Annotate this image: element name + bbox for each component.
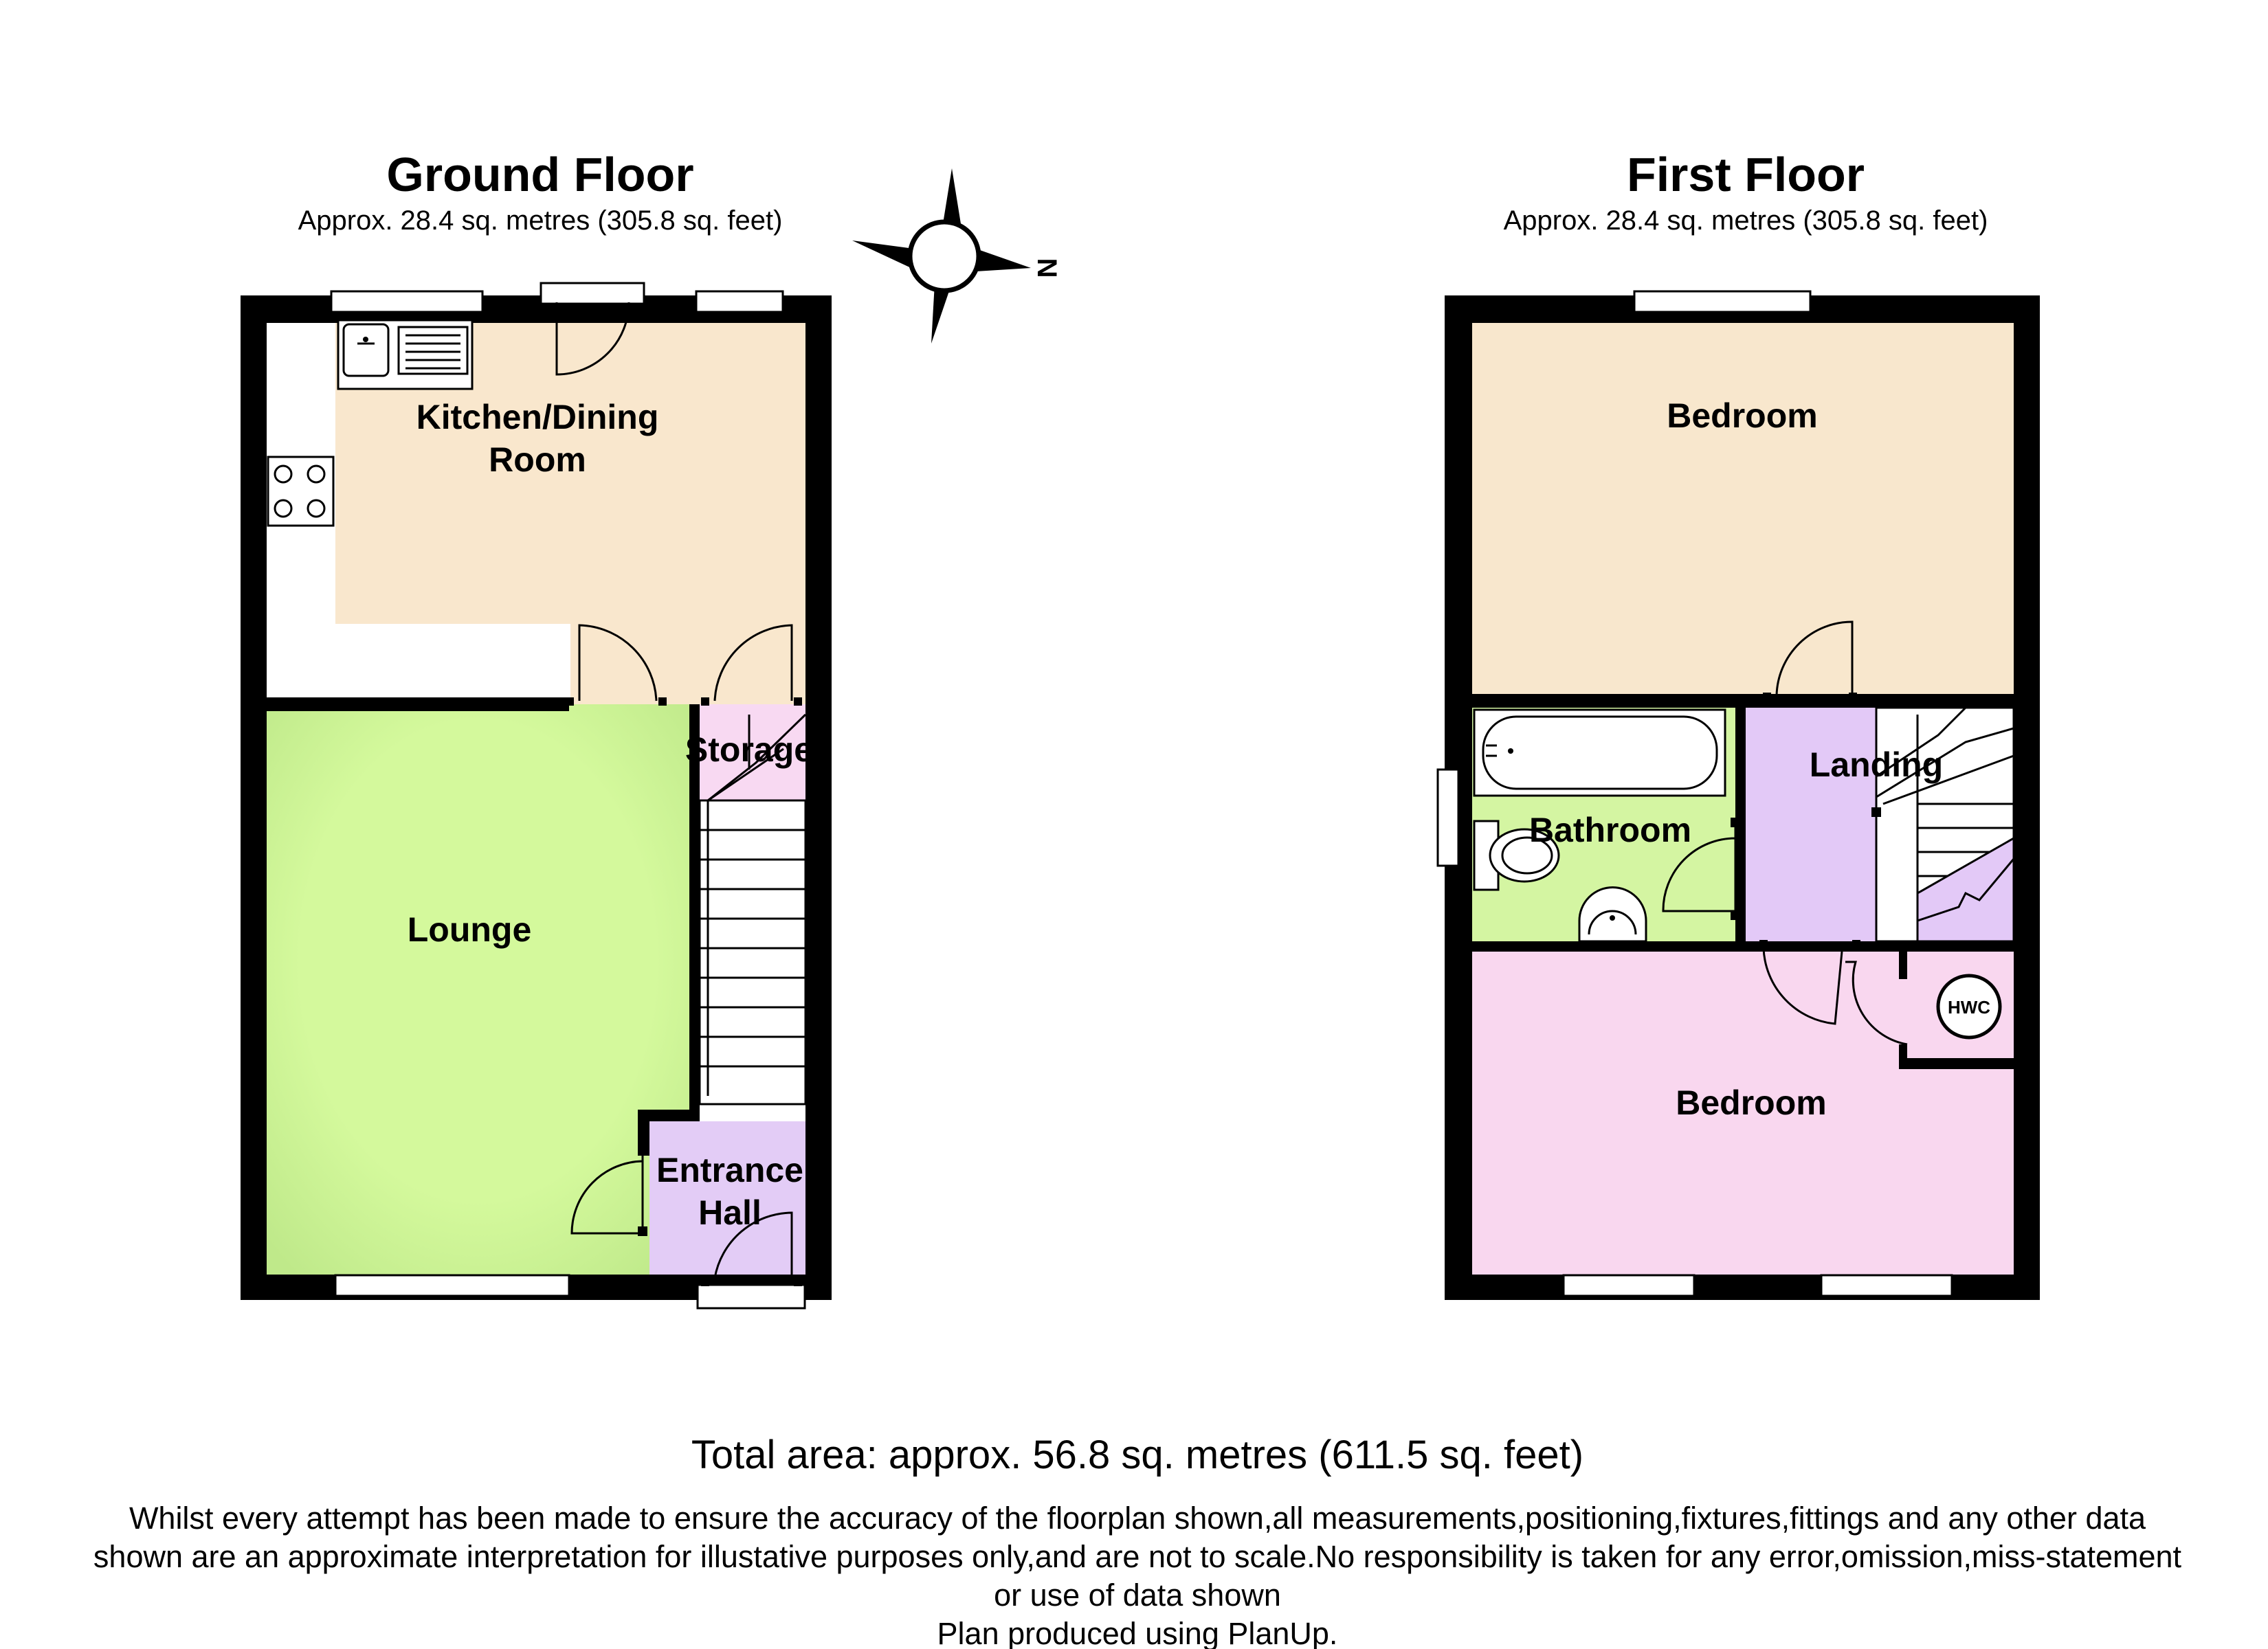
gf-wall-left <box>241 295 267 1300</box>
basin-icon <box>1578 886 1647 943</box>
ff-wall-bath-landing <box>1735 708 1746 941</box>
ff-wall-bath-bedroom <box>1472 941 2014 952</box>
ff-window-bedroom-left <box>1562 1274 1696 1297</box>
ff-door-bathroom <box>1662 818 1740 920</box>
gf-window-front-door <box>696 1283 806 1310</box>
gf-window-kitchen-right <box>695 290 784 313</box>
first-floor-area: Approx. 28.4 sq. metres (305.8 sq. feet) <box>1504 205 1988 236</box>
ff-door-bedroom-top <box>1763 620 1857 701</box>
gf-staircase <box>698 713 807 1106</box>
compass-point-up <box>942 168 962 232</box>
total-area: Total area: approx. 56.8 sq. metres (611… <box>691 1433 1583 1477</box>
room-entrance-hall <box>649 1121 805 1275</box>
ff-staircase <box>1875 706 2015 948</box>
ff-wall-hwc-bottom <box>1899 1058 2014 1069</box>
gf-wall-right <box>805 295 832 1300</box>
hwc-cylinder-icon: HWC <box>1936 974 2002 1040</box>
compass-point-right <box>976 249 1031 271</box>
compass-rose: N <box>852 168 1062 344</box>
gf-back-door-swing <box>555 302 630 376</box>
ff-wall-bedroom-top-bottom <box>1472 694 2014 708</box>
gf-door-kitchen-storage <box>701 624 802 706</box>
compass-point-down <box>931 283 952 344</box>
compass-point-left <box>852 240 914 269</box>
disclaimer-line-1: Whilst every attempt has been made to en… <box>129 1501 2146 1536</box>
gf-wall-kitchen-lounge <box>267 697 569 711</box>
hob-icon <box>267 456 335 527</box>
ground-floor-title: Ground Floor <box>386 148 693 201</box>
label-hwc: HWC <box>1948 997 1990 1018</box>
first-floor-plan: HWC Bedroom Bathroom Landing Bedroom <box>1436 290 2040 1300</box>
room-storage <box>700 704 805 800</box>
gf-window-lounge <box>334 1274 570 1297</box>
room-kitchen-dining <box>335 323 805 704</box>
label-hall-line1: Entrance <box>656 1151 803 1189</box>
label-bathroom: Bathroom <box>1529 811 1691 849</box>
label-kitchen-line1: Kitchen/Dining <box>416 398 659 436</box>
gf-front-door <box>701 1211 802 1286</box>
ff-window-bedroom-top <box>1633 290 1812 313</box>
label-bedroom-bottom: Bedroom <box>1676 1084 1826 1122</box>
toilet-icon <box>1473 820 1560 891</box>
ff-window-bedroom-right <box>1820 1274 1953 1297</box>
room-lounge <box>267 704 689 1275</box>
ff-wall-hwc-left <box>1899 952 1907 979</box>
gf-door-lounge-hall <box>570 1141 647 1236</box>
ff-wall-right <box>2014 295 2040 1300</box>
sink-icon <box>342 323 469 377</box>
gf-back-door-frame <box>540 282 645 305</box>
gf-door-kitchen-lounge <box>566 624 667 706</box>
ground-floor-plan: Kitchen/Dining Room Lounge Storage Entra… <box>241 282 832 1310</box>
gf-wall-lounge-stairs <box>689 704 700 1117</box>
room-bedroom-top <box>1472 323 2014 694</box>
first-floor-title: First Floor <box>1627 148 1865 201</box>
label-landing: Landing <box>1810 745 1943 784</box>
compass-north-label: N <box>1032 258 1062 278</box>
ground-floor-area: Approx. 28.4 sq. metres (305.8 sq. feet) <box>298 205 783 236</box>
gf-wall-lounge-hall <box>638 1110 700 1121</box>
label-kitchen-line2: Room <box>489 440 586 479</box>
ff-window-bathroom <box>1436 768 1460 867</box>
ff-door-bedroom-bottom <box>1759 940 1860 1025</box>
ff-newel <box>1871 807 1881 817</box>
ff-door-hwc <box>1845 961 1908 1046</box>
ff-newel-bottom <box>1911 941 1920 951</box>
bath-icon <box>1473 708 1726 797</box>
label-lounge: Lounge <box>408 910 532 949</box>
label-hall-line2: Hall <box>698 1193 761 1232</box>
disclaimer-line-4: Plan produced using PlanUp. <box>937 1616 1338 1649</box>
ff-wall-hwc-stub <box>1899 1044 1907 1069</box>
disclaimer-line-3: or use of data shown <box>994 1578 1281 1613</box>
label-storage: Storage <box>685 730 813 769</box>
compass-ring <box>907 219 981 293</box>
disclaimer-line-2: shown are an approximate interpretation … <box>93 1539 2182 1574</box>
label-bedroom-top: Bedroom <box>1667 396 1817 435</box>
gf-window-kitchen-left <box>330 290 484 313</box>
